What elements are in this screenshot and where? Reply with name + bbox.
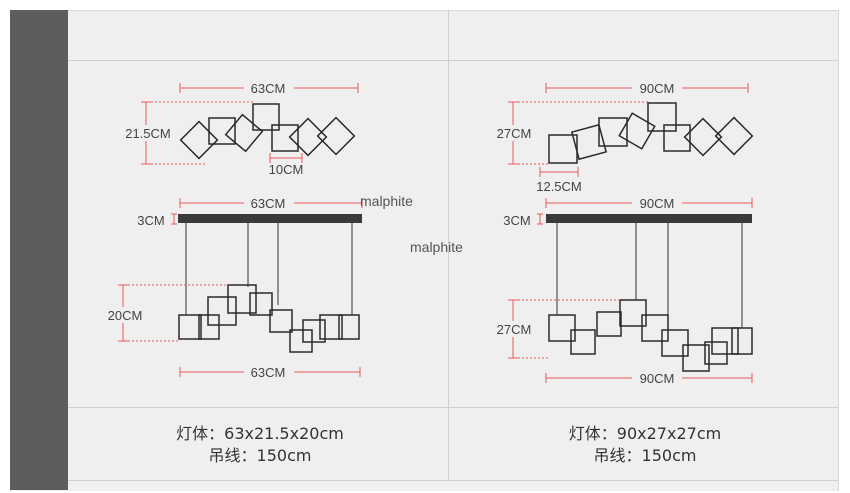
right-hanging-cubes	[548, 299, 753, 372]
left-hanging-cubes	[178, 284, 360, 353]
left-canopy-thickness-label: 3CM	[137, 213, 164, 228]
left-cable-length-spec: 吊线：150cm	[208, 446, 312, 465]
right-top-width-label: 90CM	[640, 81, 675, 96]
right-top-cubes	[548, 102, 754, 164]
left-sidebar-bar	[10, 10, 68, 490]
right-canopy-bar	[546, 214, 752, 223]
table-row-divider	[68, 60, 838, 61]
right-top-view: 90CM 27CM 12.5CM	[493, 80, 754, 194]
right-hanging-height-label: 27CM	[497, 322, 532, 337]
right-side-view: 90CM 3CM 27CM	[493, 195, 753, 386]
right-canopy-thickness-label: 3CM	[503, 213, 530, 228]
table-row-divider	[68, 480, 838, 481]
left-bottom-width-label: 63CM	[251, 365, 286, 380]
right-bottom-width-label: 90CM	[640, 371, 675, 386]
right-canopy-width-label: 90CM	[640, 196, 675, 211]
left-canopy-bar	[178, 214, 362, 223]
left-top-height-label: 21.5CM	[125, 126, 171, 141]
right-cube-size-label: 12.5CM	[536, 179, 582, 194]
left-canopy-width-label: 63CM	[251, 196, 286, 211]
right-cable-length-spec: 吊线：150cm	[593, 446, 697, 465]
left-top-cubes	[179, 103, 356, 160]
left-top-view: 63CM 21.5CM 10CM	[120, 80, 359, 177]
left-side-view: 63CM 3CM 20CM	[103, 195, 363, 380]
watermark: malphite	[360, 193, 413, 209]
left-body-size-spec: 灯体：63x21.5x20cm	[176, 424, 344, 443]
table-column-divider	[448, 10, 449, 480]
table-row-divider	[68, 407, 838, 408]
right-body-size-spec: 灯体：90x27x27cm	[568, 424, 722, 443]
left-cube-size-label: 10CM	[269, 162, 304, 177]
right-top-height-label: 27CM	[497, 126, 532, 141]
left-top-width-label: 63CM	[251, 81, 286, 96]
left-hanging-height-label: 20CM	[108, 308, 143, 323]
watermark: malphite	[410, 239, 463, 255]
spec-table-frame	[10, 10, 839, 491]
